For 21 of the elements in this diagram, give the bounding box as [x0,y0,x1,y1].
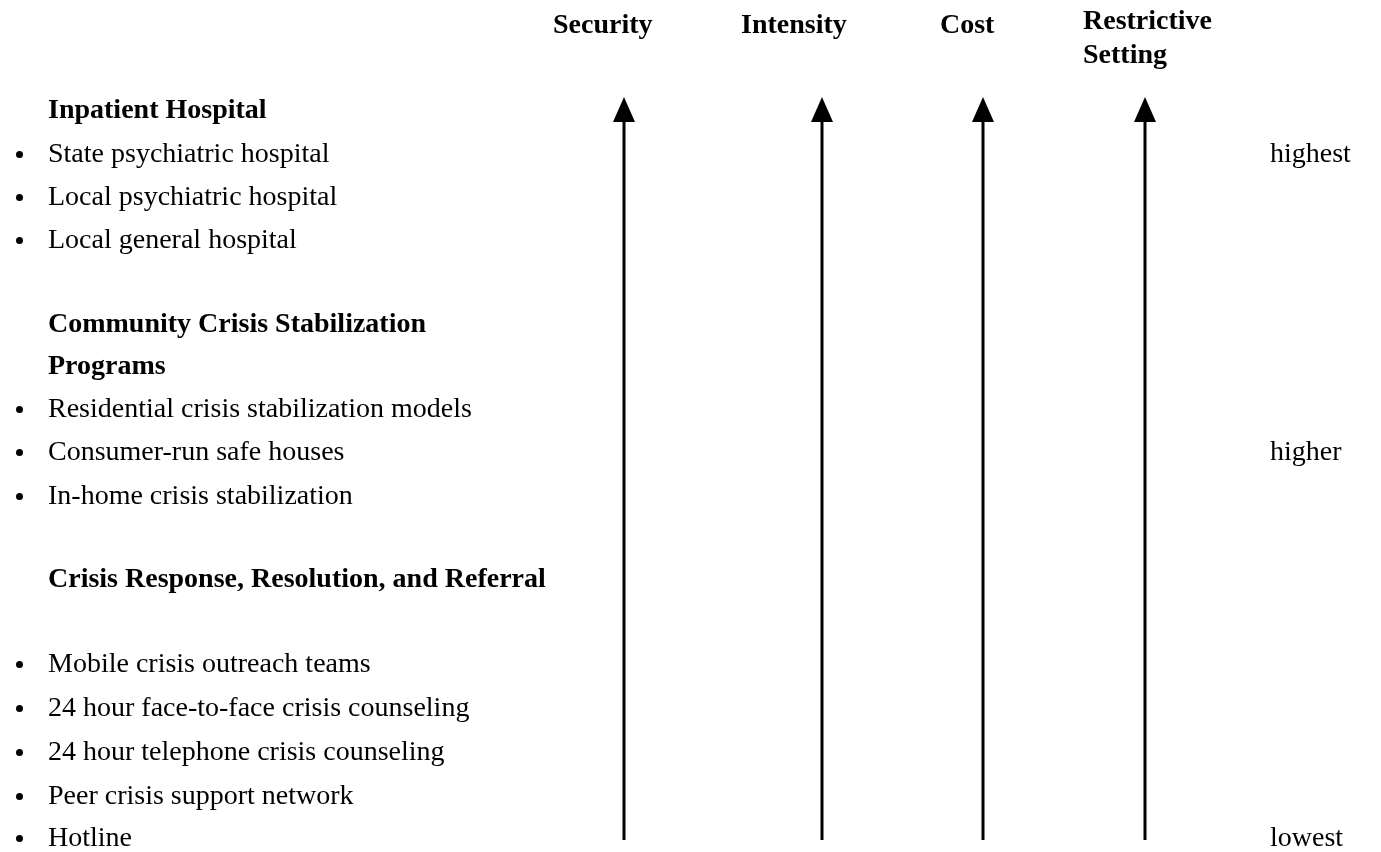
scale-level-label: highest [1270,136,1351,170]
column-header: Cost [940,7,995,41]
list-item: Residential crisis stabilization models [48,391,472,425]
section-heading: Inpatient Hospital [48,92,267,126]
column-header: Intensity [741,7,847,41]
section-heading: Community Crisis Stabilization Programs [48,306,428,382]
list-item: State psychiatric hospital [48,136,330,170]
list-item: Mobile crisis outreach teams [48,646,371,680]
scale-level-label: lowest [1270,820,1344,852]
list-item: Local psychiatric hospital [48,179,338,213]
section-heading: Crisis Response, Resolution, and Referral [48,561,547,595]
list-item: Hotline [48,820,132,852]
list-item: Peer crisis support network [48,778,354,812]
list-item: 24 hour telephone crisis counseling [48,734,445,768]
scale-level-label: higher [1270,434,1342,468]
list-item: Consumer-run safe houses [48,434,345,468]
column-header: Restrictive Setting [1083,3,1214,71]
list-item: Local general hospital [48,222,297,256]
column-header: Security [553,7,653,41]
list-item: In-home crisis stabilization [48,478,353,512]
list-item: 24 hour face-to-face crisis counseling [48,690,470,724]
